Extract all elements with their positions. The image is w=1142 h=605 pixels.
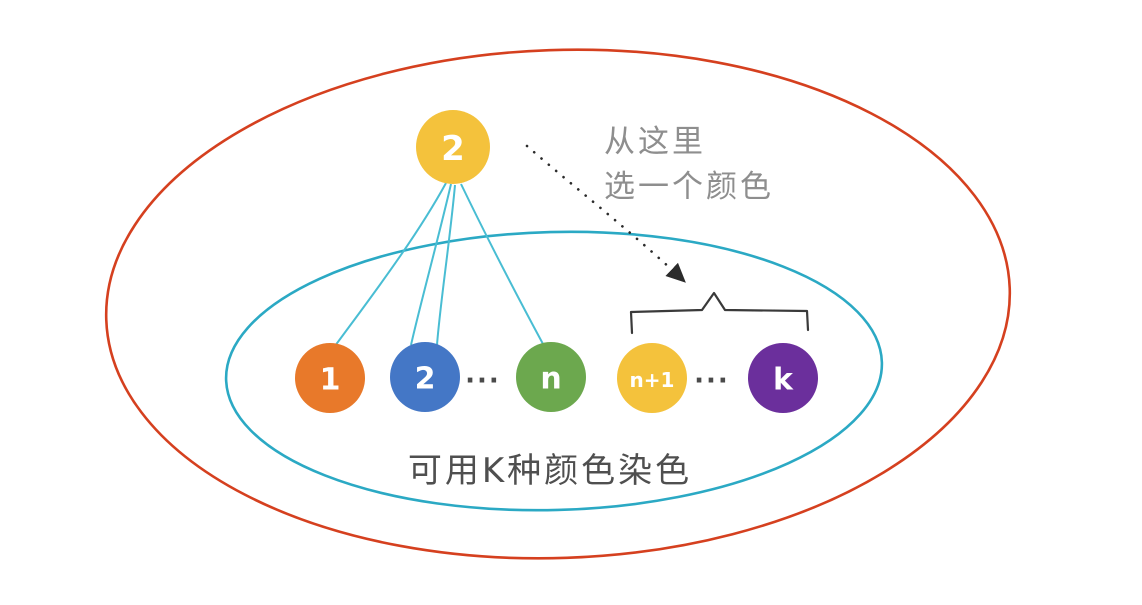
ellipsis-left: ··· xyxy=(465,366,501,396)
color-node-n1: n+1 xyxy=(617,343,687,413)
edge-2-to-n xyxy=(460,183,544,345)
group-brace xyxy=(629,291,810,335)
color-node-2: 2 xyxy=(390,342,460,412)
color-node-k: k xyxy=(748,343,818,413)
selection-arrow xyxy=(525,144,686,283)
edge-2-to-2b xyxy=(436,184,456,346)
color-node-1: 1 xyxy=(295,343,365,413)
color-node-n1-circle xyxy=(617,343,687,413)
color-node-2-label: 2 xyxy=(415,362,436,397)
color-node-n-label: n xyxy=(540,362,561,397)
ellipsis-right: ··· xyxy=(694,366,730,396)
edge-2-to-2a xyxy=(410,183,452,346)
annotation-line-1: 从这里 xyxy=(604,124,706,160)
color-node-k-circle xyxy=(748,343,818,413)
caption-k-colors: 可用K种颜色染色 xyxy=(408,451,692,491)
color-node-1-label: 1 xyxy=(320,363,341,398)
edge-2-to-1 xyxy=(334,182,447,347)
color-node-1-circle xyxy=(295,343,365,413)
top-node: 2 xyxy=(416,110,490,184)
color-node-2-circle xyxy=(390,342,460,412)
top-node-label: 2 xyxy=(441,129,465,169)
color-node-n1-label: n+1 xyxy=(630,368,675,392)
color-set-ellipse xyxy=(224,230,884,512)
top-node-circle xyxy=(416,110,490,184)
color-node-n: n xyxy=(516,342,586,412)
edges-from-node-2 xyxy=(334,182,544,347)
color-node-n-circle xyxy=(516,342,586,412)
color-node-k-label: k xyxy=(773,363,794,398)
annotation-line-2: 选一个颜色 xyxy=(604,169,774,205)
outer-set-ellipse xyxy=(104,48,1012,560)
